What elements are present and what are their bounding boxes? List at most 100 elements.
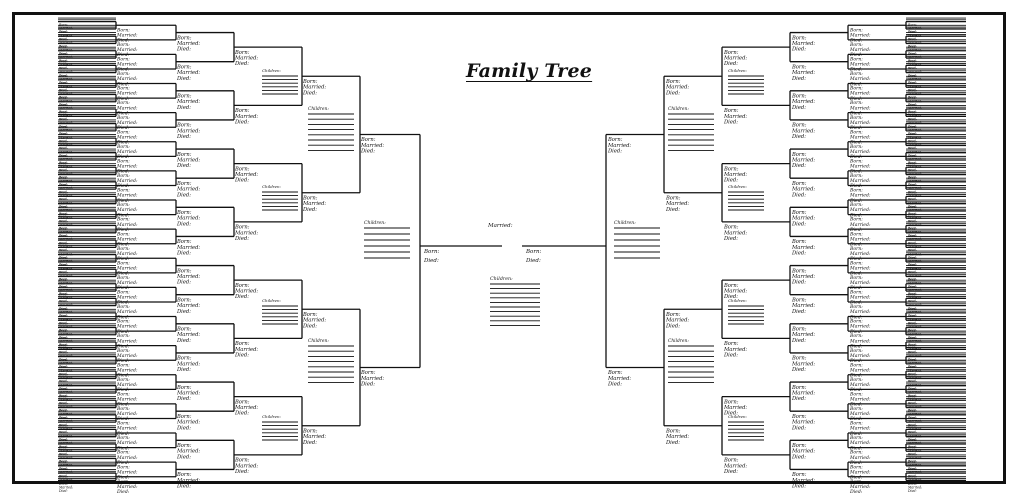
born-label: Born: [360,137,376,143]
died-label: Died: [723,119,738,125]
married-label: Married: [907,485,922,489]
died-label: Died: [849,474,863,480]
died-label: Died: [907,489,917,493]
born-label: Born: [907,96,917,100]
born-label: Born: [58,88,68,92]
died-label: Died: [116,271,130,277]
died-label: Died: [234,61,249,67]
born-label: Born: [723,341,739,347]
born-label: Born: [176,123,192,129]
died-label: Died: [116,387,130,393]
died-label: Died: [176,454,191,460]
died-label: Died: [360,149,375,155]
died-label: Died: [176,367,191,373]
born-label: Born: [234,458,250,464]
born-label: Born: [907,423,917,427]
born-label: Born: [907,452,917,456]
born-label: Born: [58,212,68,216]
born-label: Born: [849,246,863,252]
died-label: Died: [116,125,130,131]
born-label: Born: [58,358,68,362]
born-label: Born: [116,464,130,470]
married-label: Married: [116,164,138,170]
married-label: Married: [302,318,326,324]
born-label: Born: [234,50,250,56]
married-label: Married: [116,469,138,475]
born-label: Born: [907,110,917,114]
born-label: Born: [907,52,917,56]
born-label: Born: [849,100,863,106]
married-label: Married: [849,164,871,170]
died-label: Died: [849,212,863,218]
married-label: Married: [791,420,815,426]
married-label: Married: [116,91,138,97]
died-label: Died: [791,396,806,402]
children-label: Children: [308,339,329,344]
born-label: Born: [791,443,807,449]
married-label: Married: [234,289,258,295]
born-label: Born: [907,401,917,405]
married-label: Married: [849,324,871,330]
died-label: Died: [116,489,130,495]
born-label: Born: [907,387,917,391]
born-label: Born: [791,297,807,303]
born-label: Born: [58,460,68,464]
died-label: Died: [176,47,191,53]
born-label: Born: [907,139,917,143]
born-label: Born: [58,329,68,333]
died-label: Died: [116,285,130,291]
died-label: Died: [176,280,191,286]
born-label: Born: [907,30,917,34]
born-label: Born: [116,27,130,33]
born-label: Born: [58,154,68,158]
born-label: Born: [58,183,68,187]
died-label: Died: [791,134,806,140]
died-label: Died: [607,149,622,155]
born-label: Born: [907,307,917,311]
married-label: Married: [723,172,747,178]
born-label: Born: [58,190,68,194]
died-label: Died: [176,425,191,431]
born-label: Born: [849,158,863,164]
born-label: Born: [176,210,192,216]
born-label: Born: [907,234,917,238]
born-label: Born: [907,329,917,333]
married-label: Married: [665,434,689,440]
died-label: Died: [116,373,130,379]
born-label: Born: [849,188,863,194]
born-label: Born: [907,336,917,340]
born-label: Born: [58,125,68,129]
married-label: Married: [723,114,747,120]
born-label: Born: [58,431,68,435]
born-label: Born: [907,45,917,49]
born-label: Born: [58,409,68,413]
died-label: Died: [849,431,863,437]
married-label: Married: [849,105,871,111]
born-label: Born: [849,450,863,456]
married-label: Married: [665,85,689,91]
born-label: Born: [58,256,68,260]
married-label: Married: [849,382,871,388]
died-label: Died: [849,96,863,102]
page-title: Family Tree [466,60,593,82]
married-label: Married: [849,484,871,490]
born-label: Born: [116,406,130,412]
born-label: Born: [234,108,250,114]
married-label: Married: [116,193,138,199]
born-label: Born: [849,275,863,281]
married-label: Married: [116,411,138,417]
married-label: Married: [849,353,871,359]
married-label: Married: [791,478,815,484]
born-label: Born: [791,356,807,362]
died-label: Died: [176,221,191,227]
married-label: Married: [849,207,871,213]
married-label: Married: [116,178,138,184]
born-label: Born: [665,312,681,318]
born-label: Born: [58,365,68,369]
died-label: Died: [849,402,863,408]
died-label: Died: [791,309,806,315]
died-label: Died: [849,271,863,277]
died-label: Died: [116,183,130,189]
born-label: Born: [907,125,917,129]
died-label: Died: [116,110,130,116]
